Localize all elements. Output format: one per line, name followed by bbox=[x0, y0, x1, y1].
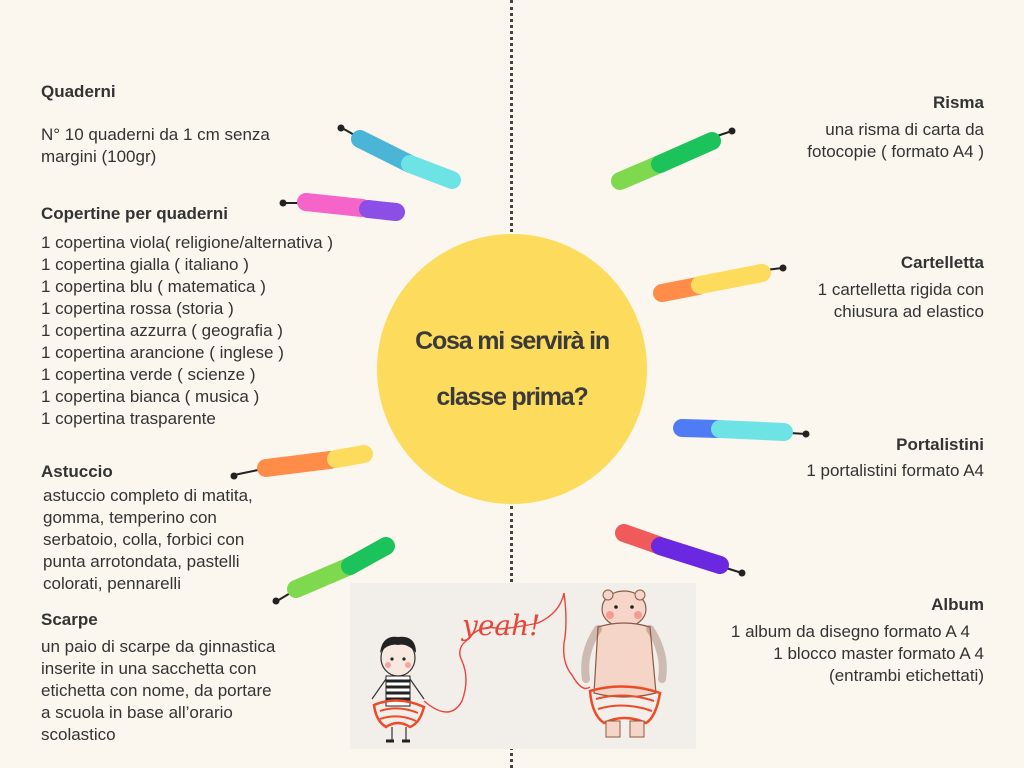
title-line-2: classe prima? bbox=[436, 383, 588, 411]
girl-figure bbox=[371, 636, 426, 743]
section-line: 1 copertina arancione ( inglese ) bbox=[41, 343, 284, 362]
section-line: 1 cartelletta rigida con bbox=[817, 280, 984, 299]
section-title: Copertine per quaderni bbox=[41, 204, 229, 223]
section-line: astuccio completo di matita, bbox=[43, 486, 253, 505]
section-line: 1 copertina viola( religione/alternativa… bbox=[41, 233, 333, 252]
marker-ray bbox=[653, 264, 787, 302]
marker-ray bbox=[611, 127, 736, 190]
section-line: 1 copertina gialla ( italiano ) bbox=[41, 255, 249, 274]
section-title: Album bbox=[931, 595, 984, 614]
section-line: fotocopie ( formato A4 ) bbox=[807, 142, 984, 161]
section-title: Scarpe bbox=[41, 610, 98, 629]
section-line: una risma di carta da bbox=[825, 120, 984, 139]
section-line: N° 10 quaderni da 1 cm senza bbox=[41, 125, 270, 144]
section-line: 1 portalistini formato A4 bbox=[806, 461, 984, 480]
section-title: Cartelletta bbox=[900, 253, 984, 272]
section-portalistini: Portalistini 1 portalistini formato A4 bbox=[684, 435, 984, 482]
section-line: punta arrotondata, pastelli bbox=[43, 552, 240, 571]
marker-ray bbox=[230, 445, 373, 480]
section-title: Portalistini bbox=[896, 435, 984, 454]
section-line: chiusura ad elastico bbox=[833, 302, 984, 321]
section-line: etichetta con nome, da portare bbox=[41, 681, 272, 700]
section-line: gomma, temperino con bbox=[43, 508, 217, 527]
section-line: margini (100gr) bbox=[41, 147, 157, 166]
section-line: 1 copertina verde ( scienze ) bbox=[41, 365, 256, 384]
section-line: (entrambi etichettati) bbox=[829, 666, 984, 685]
marker-ray bbox=[615, 524, 746, 577]
section-quaderni: Quaderni N° 10 quaderni da 1 cm senza ma… bbox=[41, 82, 361, 168]
marker-ray bbox=[337, 124, 461, 189]
section-line: 1 blocco master formato A 4 bbox=[773, 644, 984, 663]
title-line-1: Cosa mi servirà in bbox=[415, 327, 610, 355]
section-line: scolastico bbox=[41, 725, 116, 744]
section-copertine: Copertine per quaderni 1 copertina viola… bbox=[41, 204, 401, 430]
marker-ray bbox=[673, 419, 810, 441]
center-sun: Cosa mi servirà in classe prima? bbox=[377, 234, 647, 504]
marker-ray bbox=[279, 193, 405, 221]
marker-ray bbox=[272, 537, 395, 605]
section-line: 1 copertina trasparente bbox=[41, 409, 216, 428]
section-line: a scuola in base all’orario bbox=[41, 703, 233, 722]
section-line: 1 copertina azzurra ( geografia ) bbox=[41, 321, 283, 340]
section-line: serbatoio, colla, forbici con bbox=[43, 530, 245, 549]
section-album: Album 1 album da disegno formato A 4 1 b… bbox=[664, 595, 984, 687]
center-divider-top bbox=[510, 0, 513, 232]
section-title: Astuccio bbox=[41, 462, 113, 481]
section-cartelletta: Cartelletta 1 cartelletta rigida con chi… bbox=[684, 253, 984, 323]
section-line: 1 album da disegno formato A 4 bbox=[730, 622, 970, 641]
section-risma: Risma una risma di carta da fotocopie ( … bbox=[684, 93, 984, 163]
section-line: un paio di scarpe da ginnastica bbox=[41, 637, 276, 656]
section-line: 1 copertina bianca ( musica ) bbox=[41, 387, 260, 406]
bear-figure bbox=[581, 589, 667, 738]
illustration-drawing: yeah! bbox=[350, 583, 696, 749]
section-line: 1 copertina blu ( matematica ) bbox=[41, 277, 266, 296]
section-line: inserite in una sacchetta con bbox=[41, 659, 257, 678]
section-title: Risma bbox=[932, 93, 984, 112]
illustration-image: yeah! bbox=[350, 583, 696, 749]
section-title: Quaderni bbox=[41, 82, 116, 101]
section-line: colorati, pennarelli bbox=[43, 574, 181, 593]
section-astuccio: Astuccio astuccio completo di matita, go… bbox=[41, 462, 341, 595]
section-scarpe: Scarpe un paio di scarpe da ginnastica i… bbox=[41, 610, 341, 746]
section-line: 1 copertina rossa (storia ) bbox=[41, 299, 234, 318]
handwritten-yeah: yeah! bbox=[460, 609, 540, 642]
page-title: Cosa mi servirà in classe prima? bbox=[387, 313, 637, 425]
